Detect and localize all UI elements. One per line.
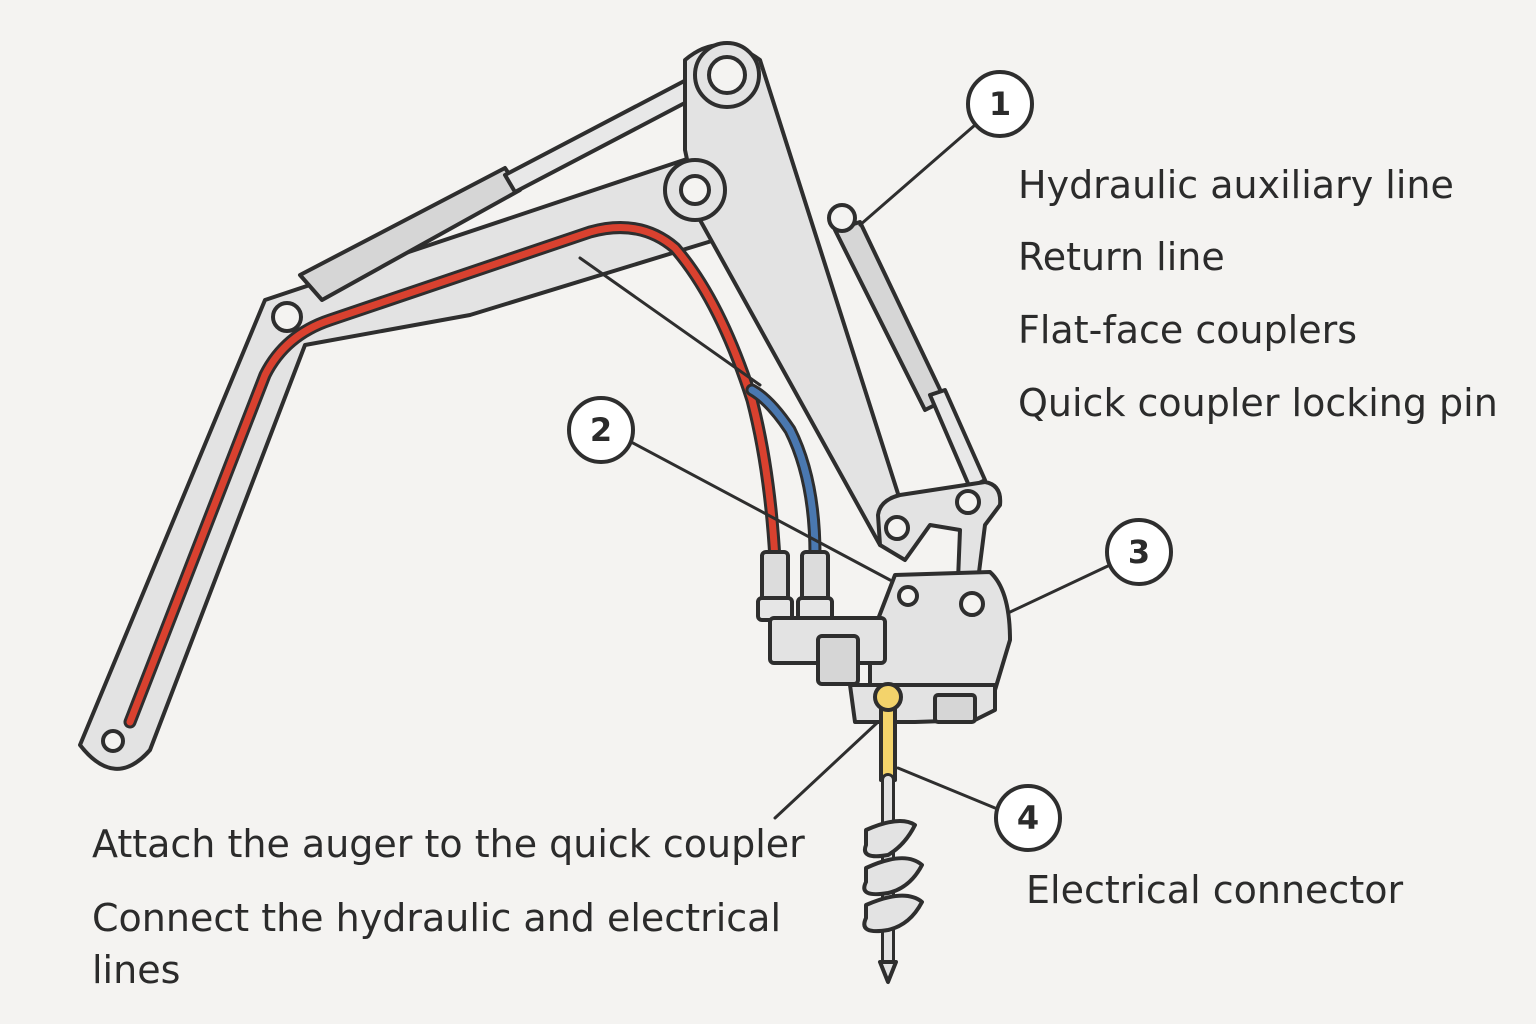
auger-tip — [878, 960, 898, 984]
boom-cylinder-pin — [271, 301, 303, 333]
leader-line-1 — [858, 123, 977, 227]
callout-number-3: 3 — [1128, 533, 1150, 571]
arm-cylinder-pin — [827, 203, 857, 233]
callout-circle-3 — [1105, 518, 1173, 586]
quick-coupler — [868, 570, 1012, 692]
arm-top-pin-hole — [707, 55, 747, 95]
hydraulic-auxiliary-line-fill — [126, 224, 779, 726]
leader-line-steps — [773, 720, 880, 820]
quick-coupler-pin-1 — [897, 585, 919, 607]
label-flat-face-couplers: Flat-face couplers — [1018, 308, 1358, 352]
leader-line-4 — [896, 766, 997, 810]
label-return-line: Return line — [1018, 235, 1225, 279]
leader-line-3 — [1006, 563, 1112, 615]
label-hydraulic-auxiliary-line: Hydraulic auxiliary line — [1018, 163, 1454, 207]
step-attach-auger: Attach the auger to the quick coupler — [92, 822, 805, 866]
callout-number-2: 2 — [590, 411, 612, 449]
callout-number-4: 4 — [1017, 799, 1039, 837]
step-connect-lines: Connect the hydraulic and electrical lin… — [92, 896, 782, 992]
auger-flight-2 — [862, 856, 924, 897]
label-electrical-connector: Electrical connector — [1026, 868, 1404, 912]
quick-coupler-pin-2 — [959, 591, 985, 617]
auger-flight-3 — [862, 893, 924, 934]
flat-face-coupler-2 — [800, 550, 830, 604]
locking-pin-head — [873, 682, 903, 712]
linkage-pin-1 — [884, 515, 910, 541]
quick-coupler-locking-pin — [879, 703, 897, 782]
callout-circle-1 — [966, 70, 1034, 138]
flat-face-coupler-1 — [760, 550, 790, 604]
leader-line-hose — [578, 256, 762, 387]
leader-line-2 — [631, 441, 892, 582]
coupler-port-block — [816, 634, 860, 686]
callout-circle-4 — [994, 784, 1062, 852]
auger-flight-1 — [863, 819, 917, 859]
boom-base-pin — [101, 729, 125, 753]
callout-circle-2 — [567, 396, 635, 464]
return-line-fill — [748, 386, 819, 559]
auger-mount-block — [933, 693, 977, 724]
boom-arm-pin-hole — [679, 174, 711, 206]
label-quick-coupler-locking-pin: Quick coupler locking pin — [1018, 381, 1498, 425]
arm-cylinder-rod — [928, 388, 987, 490]
callout-number-1: 1 — [989, 85, 1011, 123]
linkage-pin-2 — [955, 489, 981, 515]
